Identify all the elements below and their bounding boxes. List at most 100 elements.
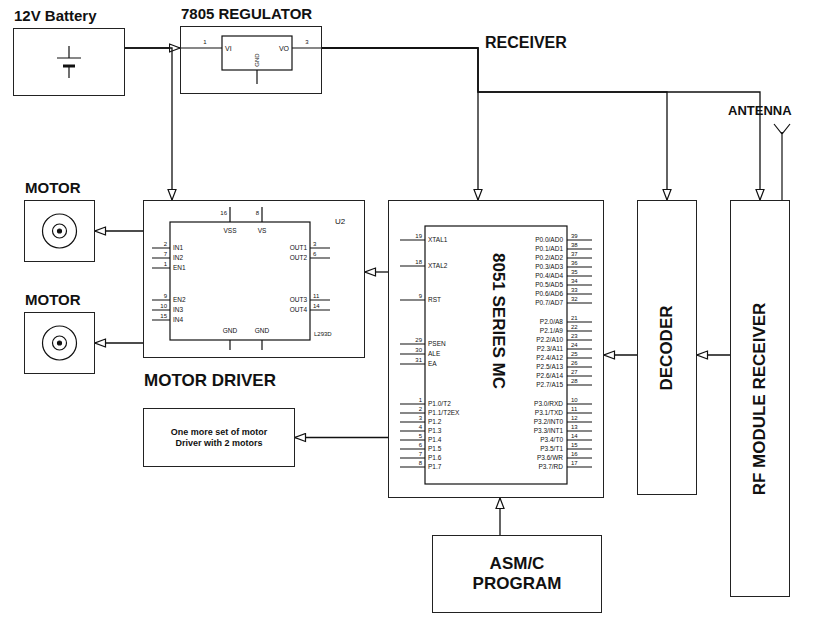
pin-name: GND [255,328,269,335]
motor-symbol [43,214,77,248]
motor-symbol [58,341,62,345]
pin-number: 34 [571,278,578,284]
pin-number: 15 [160,313,167,319]
connector-arrow [322,48,478,200]
pin-number: 5 [419,433,422,439]
connector-arrow [125,48,172,200]
pin-number: 6 [419,442,422,448]
expansion-box: One more set of motor Driver with 2 moto… [143,408,295,467]
pin-name: P3.1/TXD [535,410,563,417]
pin-number: 36 [571,260,578,266]
pin-name: VO [279,45,289,52]
pin-name: OUT1 [290,245,307,252]
pin-number: 10 [160,303,167,309]
pin-number: 9 [164,293,167,299]
pin-number: 7 [419,451,422,457]
pin-number: 8 [256,210,259,216]
box-heading: MOTOR [25,291,81,308]
pin-name: VSS [223,228,236,235]
antenna-label: ANTENNA [728,104,792,117]
pin-name: P1.3 [428,428,441,435]
pin-number: 26 [571,360,578,366]
motor-symbol [58,229,62,233]
box-heading: 12V Battery [14,7,97,24]
box-label: DECODER [657,305,677,390]
part-number: L293D [314,331,332,337]
pin-number: 15 [571,442,578,448]
pin-number: 16 [571,451,578,457]
regulator-chip [222,36,292,70]
pin-number: 27 [571,369,578,375]
pin-number: 4 [419,424,422,430]
pin-name: XTAL1 [428,237,447,244]
pin-name: P1.5 [428,446,441,453]
pin-number: 7 [164,251,167,257]
pin-name: RST [428,297,441,304]
pin-name: EA [428,361,437,368]
pin-name: P3.6/WR [537,455,563,462]
connector-arrow [365,271,388,272]
connector-arrow [95,342,143,343]
pin-number: 31 [415,357,422,363]
motor-box: MOTOR [24,200,95,262]
connector-arrow [697,354,730,355]
pin-name: P2.2/A10 [536,337,563,344]
pin-number: 2 [164,241,167,247]
program-box: ASM/C PROGRAM [432,535,602,613]
pin-name: P0.1/AD1 [535,246,563,253]
connector-arrow [499,498,500,535]
pin-number: 38 [571,242,578,248]
pin-number: 14 [313,303,320,309]
pin-name: P1.7 [428,464,441,471]
pin-name: EN1 [173,265,186,272]
connector-arrow [604,354,637,355]
pin-number: 39 [571,233,578,239]
pin-number: 11 [571,406,577,412]
pin-number: 19 [415,233,422,239]
pin-number: 2 [419,406,422,412]
pin-number: 23 [571,333,578,339]
connector-arrow [95,230,143,231]
driver-pins [152,207,330,350]
pin-name: P2.5/A13 [536,364,563,371]
driver-chip [170,222,310,340]
pin-number: 21 [571,315,578,321]
pin-number: 10 [571,397,578,403]
connector-arrow [322,48,760,200]
pin-name: P0.0/AD0 [535,237,563,244]
pin-name: P2.3/A11 [537,346,563,353]
pin-name: P3.3/INT1 [534,428,563,435]
motor-symbol [43,326,77,360]
decoder-box: DECODER [637,200,697,495]
pin-name: P2.6/A14 [536,373,563,380]
motor-symbol [53,336,67,350]
pin-name: IN3 [173,307,183,314]
box-heading: MOTOR DRIVER [144,371,276,391]
antenna-symbol [774,124,790,200]
part-number: U2 [335,218,345,226]
pin-name: P3.0/RXD [534,401,563,408]
pin-number: 17 [571,460,578,466]
box-label: RF MODULE RECEIVER [750,302,770,495]
pin-name: EN2 [173,297,186,304]
box-heading: 7805 REGULATOR [181,5,312,22]
box-heading: MOTOR [25,179,81,196]
motor-symbol [53,224,67,238]
pin-name: P0.4/AD4 [535,273,563,280]
pin-name: P0.3/AD3 [535,264,563,271]
pin-number: 12 [571,415,578,421]
pin-name: VS [258,228,267,235]
pin-name: P1.1/T2EX [428,410,459,417]
regulator-pins [180,48,322,84]
pin-name: P2.7/A15 [536,382,563,389]
pin-name: PSEN [428,341,446,348]
pin-name: P0.2/AD2 [535,255,563,262]
microcontroller-pins [400,240,425,467]
pin-number: 30 [415,347,422,353]
motor-driver-box: MOTOR DRIVER [143,200,365,358]
battery-box: 12V Battery [13,28,125,96]
pin-name: XTAL2 [428,263,447,270]
pin-number: 6 [313,251,316,257]
pin-name: GND [223,328,237,335]
